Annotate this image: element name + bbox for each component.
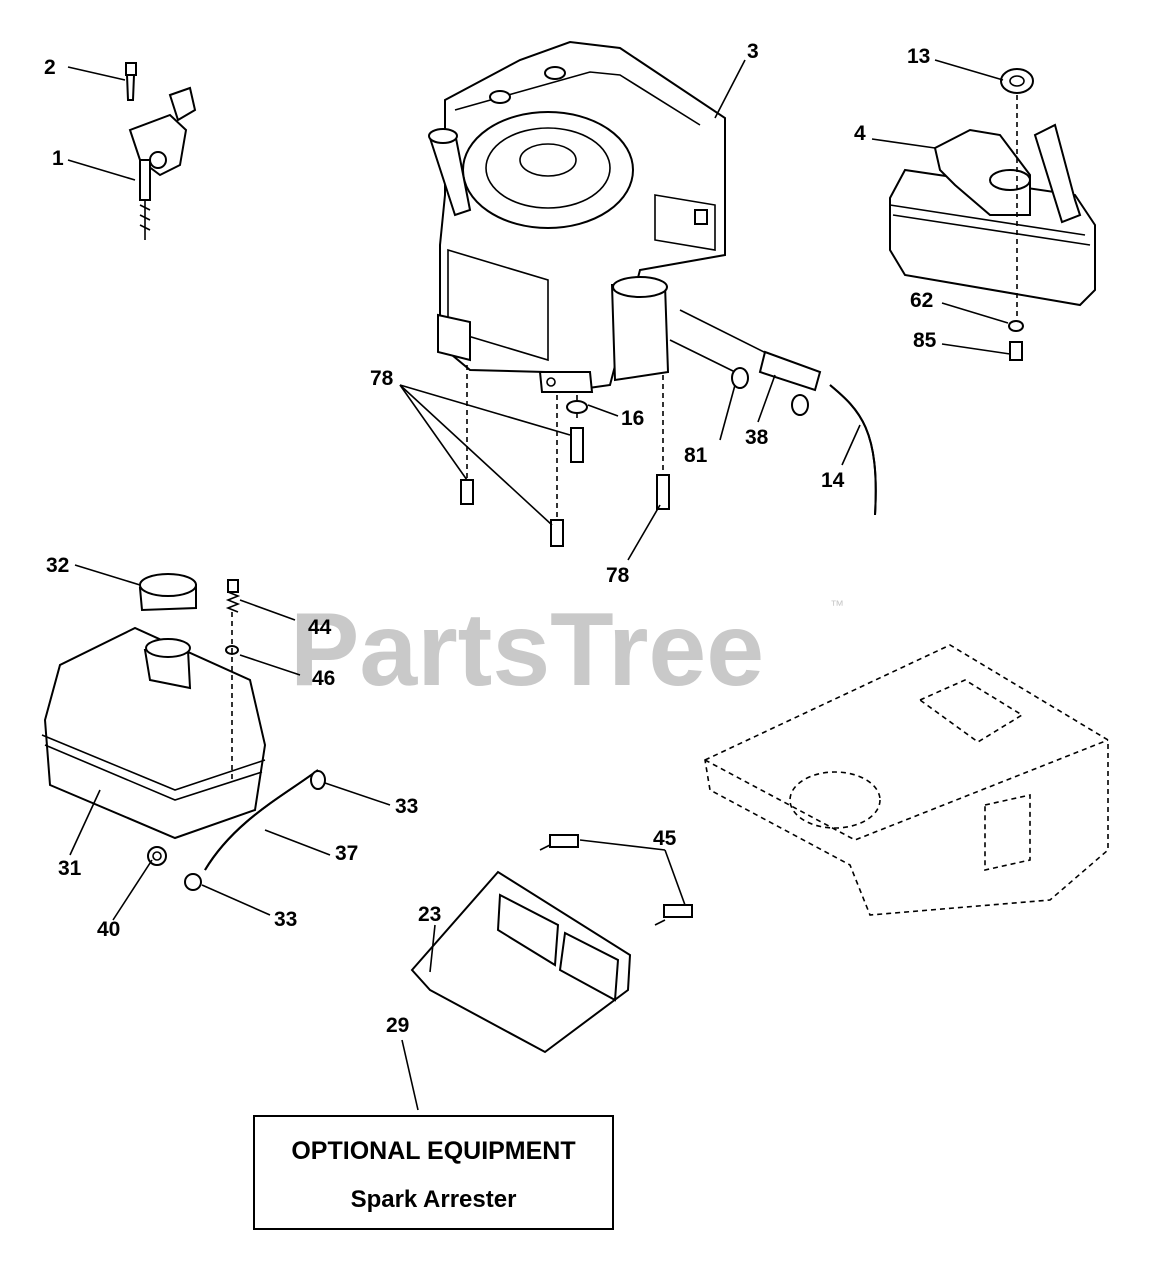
callout-16: 16 [621, 407, 644, 430]
callout-1: 1 [52, 147, 64, 170]
callout-46: 46 [312, 667, 335, 690]
callout-31: 31 [58, 857, 82, 880]
callout-85: 85 [913, 329, 937, 352]
leader-lines [67, 59, 1011, 1111]
deck-plate-part [704, 644, 1109, 916]
callout-40: 40 [97, 918, 120, 941]
throttle-control-part [125, 62, 197, 240]
spark-arrester-part [410, 834, 693, 1054]
callout-32: 32 [46, 554, 69, 577]
callout-81: 81 [684, 444, 708, 467]
callout-14: 14 [821, 469, 845, 492]
callout-33-lower: 33 [274, 908, 297, 931]
callout-38: 38 [745, 426, 769, 449]
callout-29: 29 [386, 1014, 409, 1037]
callout-37: 37 [335, 842, 358, 865]
callout-44: 44 [308, 616, 332, 639]
watermark-trademark: ™ [830, 597, 844, 613]
callout-33-upper: 33 [395, 795, 418, 818]
fuel-filter-part [669, 309, 877, 516]
optional-equipment-box: OPTIONAL EQUIPMENT Spark Arrester [253, 1115, 614, 1230]
callout-78-lower: 78 [606, 564, 630, 587]
muffler-part [889, 68, 1096, 361]
optional-equipment-subtitle: Spark Arrester [350, 1186, 517, 1213]
watermark-text: PartsTree [290, 592, 764, 708]
fuel-hose-part [184, 579, 326, 891]
callout-2: 2 [44, 56, 56, 79]
callout-78-upper: 78 [370, 367, 394, 390]
callout-62: 62 [910, 289, 933, 312]
callout-23: 23 [418, 903, 441, 926]
fuel-tank-part [41, 573, 267, 866]
callout-3: 3 [747, 40, 759, 63]
callout-4: 4 [854, 122, 866, 145]
callout-13: 13 [907, 45, 930, 68]
engine-part [428, 40, 726, 394]
engine-bolts-part [460, 365, 670, 547]
optional-equipment-title: OPTIONAL EQUIPMENT [291, 1137, 576, 1165]
callout-45: 45 [653, 827, 677, 850]
